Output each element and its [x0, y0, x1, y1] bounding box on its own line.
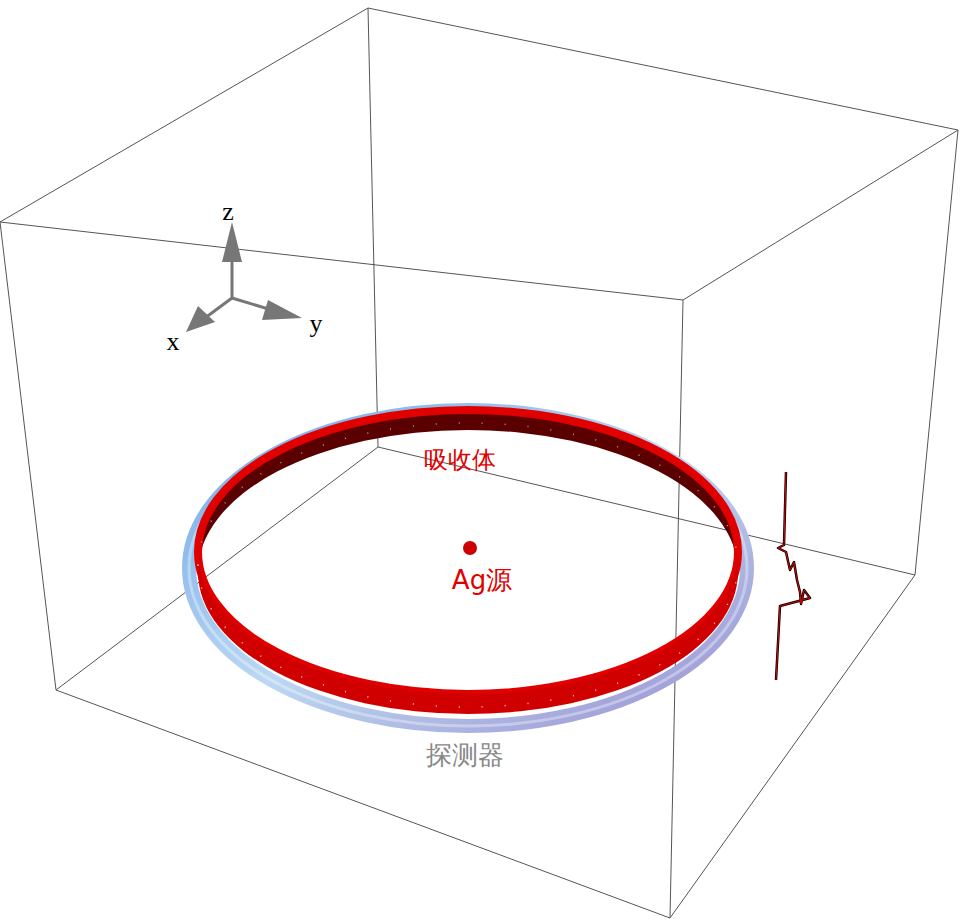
- detector-ring: [189, 410, 747, 726]
- source-label: Ag源: [452, 567, 512, 593]
- signal-waveform: [776, 472, 810, 680]
- axis-label: z: [222, 199, 234, 225]
- bounding-box: [0, 8, 958, 918]
- ag-source-dot: [463, 541, 477, 555]
- axis-label: x: [167, 329, 180, 355]
- axis-label: y: [310, 311, 323, 337]
- axes-icon: [186, 222, 302, 332]
- absorber-label: 吸收体: [424, 448, 496, 472]
- absorber-ring: [198, 410, 738, 714]
- detector-label: 探测器: [426, 742, 504, 768]
